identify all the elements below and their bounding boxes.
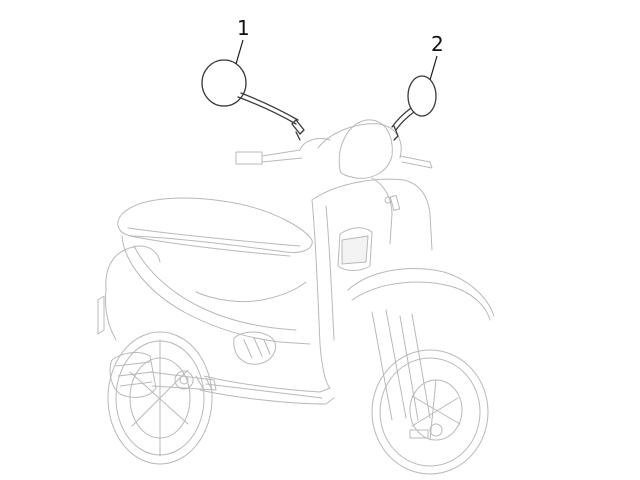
handlebar: [235, 149, 433, 169]
callout-number-2: 2: [431, 32, 444, 56]
rear-wheel: [107, 331, 213, 465]
callout-number-1: 1: [237, 16, 250, 40]
left-mirror[interactable]: [201, 59, 305, 141]
callout-1: 1: [235, 16, 250, 65]
front-wheel: [371, 349, 489, 475]
front-shield: [299, 119, 402, 245]
callout-2: 2: [429, 32, 444, 81]
seat: [117, 197, 313, 257]
engine-case: [109, 352, 217, 398]
side-grille: [233, 331, 276, 365]
scooter-body-outline: [97, 119, 495, 475]
right-mirror[interactable]: [391, 75, 437, 141]
